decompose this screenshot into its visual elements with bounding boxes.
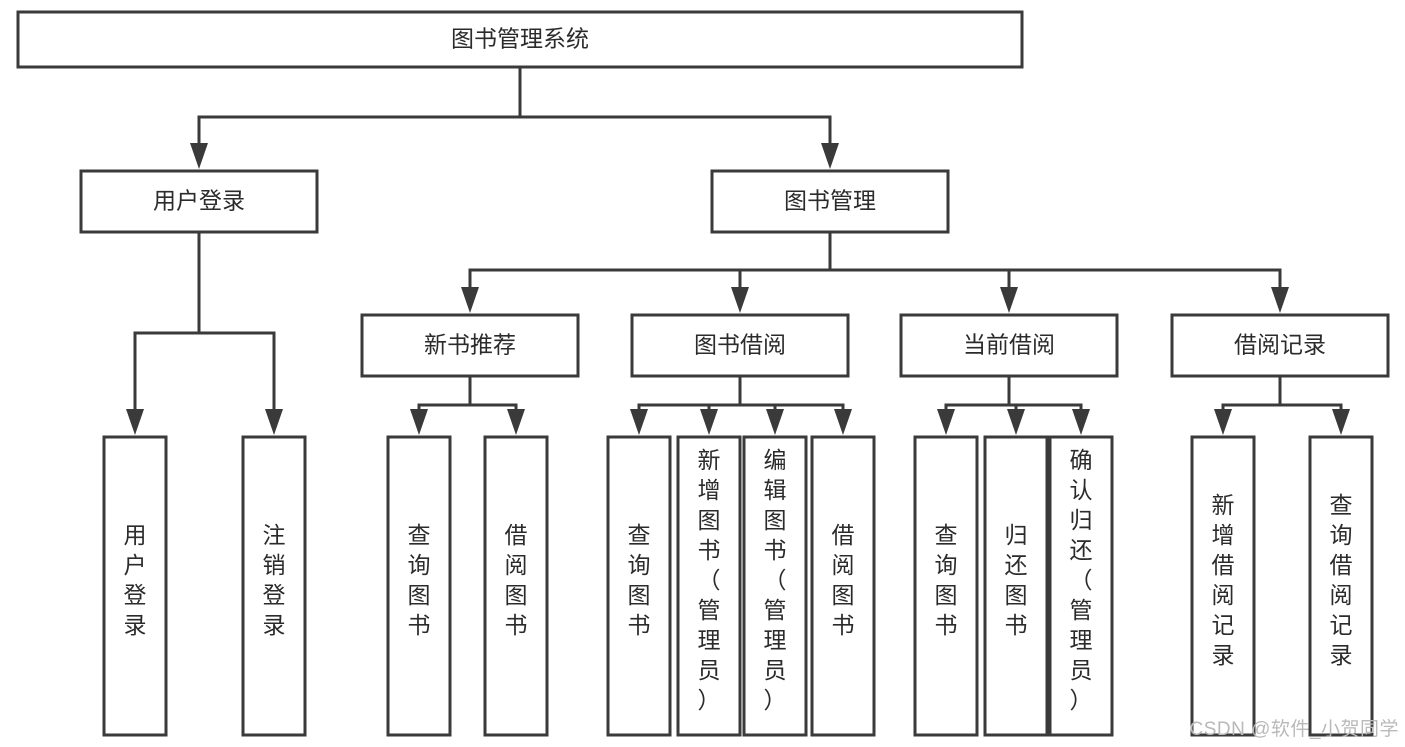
- connector-layer: [126, 65, 1350, 435]
- node-label: 查询图书: [628, 522, 651, 638]
- node-root[interactable]: 图书管理系统: [16, 10, 1024, 69]
- connector-current-borrow: [937, 374, 1090, 435]
- node-leaf-rec-query[interactable]: 查询图书: [386, 435, 452, 737]
- node-new-book-rec[interactable]: 新书推荐: [360, 313, 580, 378]
- connector-user-login: [126, 230, 283, 435]
- node-leaf-borrow-edit[interactable]: 编辑图书（管理员）: [742, 435, 808, 737]
- node-label: 图书借阅: [694, 332, 786, 358]
- node-leaf-borrow-lend[interactable]: 借阅图书: [810, 435, 876, 737]
- connector-root: [190, 65, 839, 169]
- connector-borrow-record: [1214, 374, 1350, 435]
- node-leaf-user-login[interactable]: 用户登录: [102, 435, 168, 737]
- node-leaf-record-add[interactable]: 新增借阅记录: [1190, 435, 1256, 737]
- node-leaf-record-query[interactable]: 查询借阅记录: [1308, 435, 1374, 737]
- node-book-borrow[interactable]: 图书借阅: [630, 313, 850, 378]
- node-leaf-current-query[interactable]: 查询图书: [913, 435, 979, 737]
- node-label: 用户登录: [124, 522, 147, 638]
- node-label: 编辑图书（管理员）: [764, 447, 787, 713]
- node-label: 图书管理系统: [451, 26, 589, 52]
- node-label: 注销登录: [263, 522, 286, 638]
- node-label: 查询图书: [935, 522, 958, 638]
- node-book-manage[interactable]: 图书管理: [710, 169, 950, 234]
- node-label: 借阅记录: [1234, 332, 1326, 358]
- node-label: 图书管理: [784, 188, 876, 214]
- node-label: 当前借阅: [963, 332, 1055, 358]
- node-label: 归还图书: [1005, 522, 1028, 638]
- connector-new-book-rec: [410, 374, 525, 435]
- node-label: 查询图书: [408, 522, 431, 638]
- node-leaf-current-confirm[interactable]: 确认归还（管理员）: [1048, 435, 1114, 737]
- node-label: 新书推荐: [424, 332, 516, 358]
- node-label: 借阅图书: [505, 522, 528, 638]
- node-label: 查询借阅记录: [1330, 492, 1353, 668]
- node-label: 借阅图书: [832, 522, 855, 638]
- node-layer: 图书管理系统用户登录图书管理新书推荐图书借阅当前借阅借阅记录用户登录注销登录查询…: [16, 10, 1390, 737]
- node-label: 新增图书（管理员）: [698, 447, 721, 713]
- node-leaf-current-return[interactable]: 归还图书: [983, 435, 1049, 737]
- connector-book-borrow: [630, 374, 852, 435]
- node-borrow-record[interactable]: 借阅记录: [1170, 313, 1390, 378]
- csdn-watermark: CSDN @软件_小贺同学: [1189, 719, 1399, 740]
- node-leaf-rec-borrow[interactable]: 借阅图书: [483, 435, 549, 737]
- node-leaf-borrow-add[interactable]: 新增图书（管理员）: [676, 435, 742, 737]
- node-label: 新增借阅记录: [1212, 492, 1235, 668]
- connector-book-manage: [461, 230, 1289, 313]
- node-current-borrow[interactable]: 当前借阅: [899, 313, 1119, 378]
- node-leaf-user-logout[interactable]: 注销登录: [241, 435, 307, 737]
- node-leaf-borrow-query[interactable]: 查询图书: [606, 435, 672, 737]
- node-user-login[interactable]: 用户登录: [79, 169, 319, 234]
- node-label: 用户登录: [153, 188, 245, 214]
- node-label: 确认归还（管理员）: [1070, 447, 1093, 713]
